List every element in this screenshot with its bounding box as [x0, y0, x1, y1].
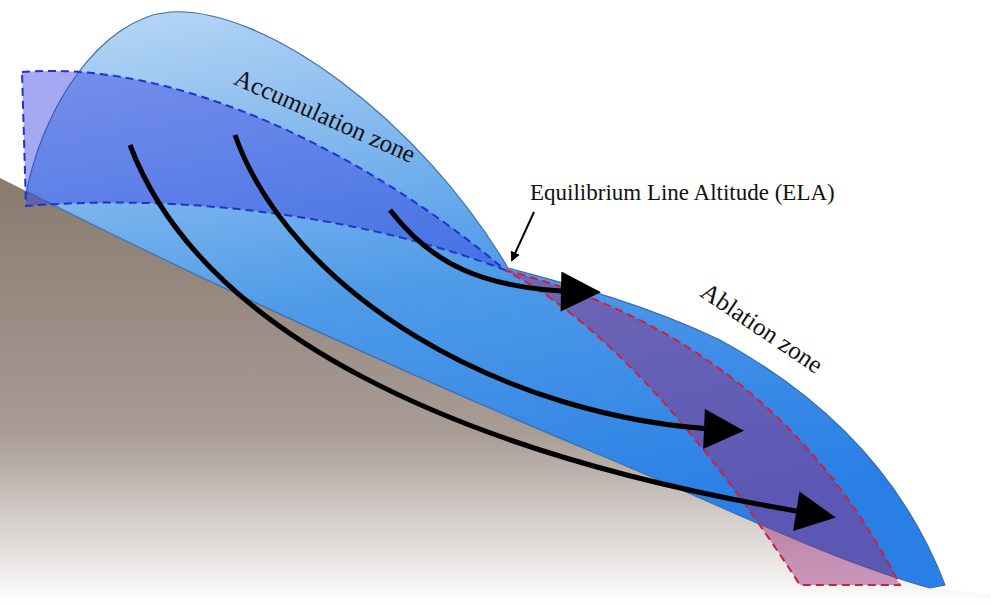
leader-arrow — [512, 212, 534, 260]
flow-arrow — [390, 210, 585, 292]
zone-label: Equilibrium Line Altitude (ELA) — [530, 180, 835, 205]
flow-arrow — [235, 135, 728, 430]
